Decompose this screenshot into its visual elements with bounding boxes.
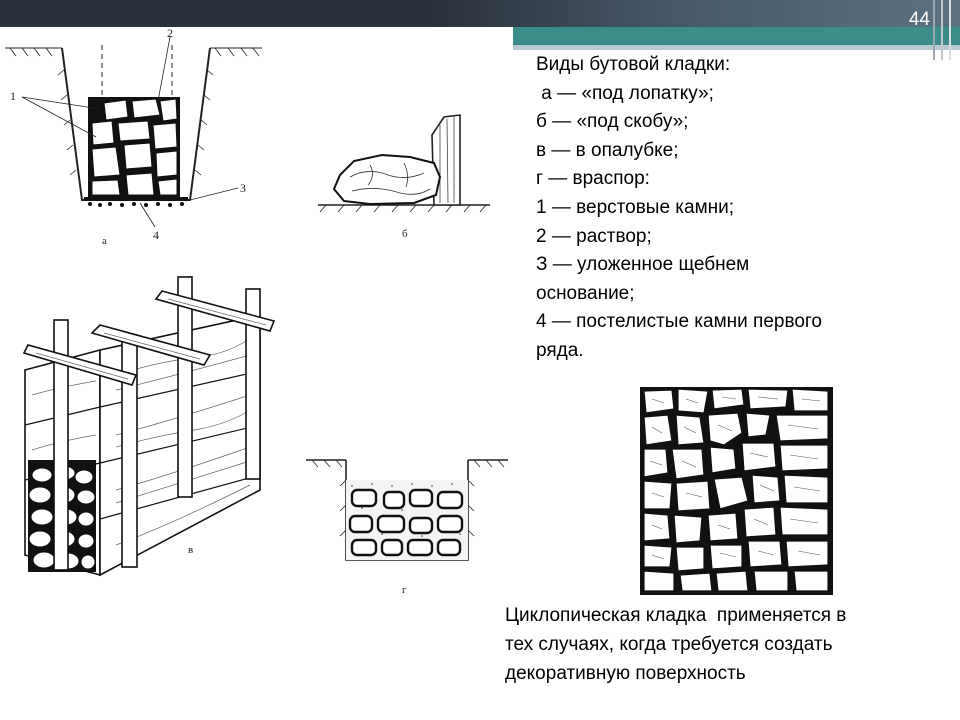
- figure-letter-v: в: [188, 544, 193, 556]
- cyclopean-masonry-text: Циклопическая кладка применяется в тех с…: [505, 601, 955, 688]
- figure-b-pod-skobu: б: [318, 114, 490, 240]
- bottom-text-line: декоративную поверхность: [505, 663, 746, 684]
- caption-line: З — уложенное щебнем: [536, 254, 750, 276]
- caption-line: г — враспор:: [536, 168, 650, 190]
- caption-line: в — в опалубке;: [536, 139, 679, 161]
- label-1: 1: [10, 89, 16, 103]
- header-gradient: [0, 0, 960, 27]
- slide-number: 44: [908, 9, 930, 30]
- caption-line: а — «под лопатку»;: [536, 82, 714, 104]
- header-accent-strip: [513, 27, 960, 45]
- figure-v-v-opalubke: в: [22, 276, 276, 577]
- caption-line: б — «под скобу»;: [536, 111, 689, 133]
- caption-line: 4 — постелистые камни первого: [536, 311, 823, 333]
- bottom-text-line: тех случаях, когда требуется создать: [505, 634, 833, 655]
- masonry-types-caption: Виды бутовой кладки: а — «под лопатку»; …: [536, 51, 936, 366]
- caption-line: ряда.: [536, 339, 584, 361]
- figure-letter-b: б: [402, 228, 408, 240]
- figure-g-vraspor: г: [306, 459, 508, 596]
- figure-a-pod-lopatku: 1 2 3 4 а: [5, 26, 262, 247]
- figure-letter-g: г: [402, 584, 407, 596]
- label-3: 3: [240, 181, 246, 195]
- figure-letter-a: а: [102, 235, 107, 247]
- caption-line: 1 — верстовые камни;: [536, 196, 735, 218]
- header-accent-strip-light: [513, 45, 960, 50]
- label-4: 4: [153, 228, 159, 242]
- caption-line: 2 — раствор;: [536, 225, 652, 247]
- header-bar: [0, 0, 960, 27]
- caption-line: Виды бутовой кладки:: [536, 54, 731, 75]
- label-2: 2: [167, 26, 173, 40]
- header-side-lines: [933, 0, 951, 60]
- bottom-text-line: Циклопическая кладка применяется в: [505, 605, 847, 626]
- cyclopean-masonry-figure: [640, 387, 833, 595]
- caption-line: основание;: [536, 282, 635, 304]
